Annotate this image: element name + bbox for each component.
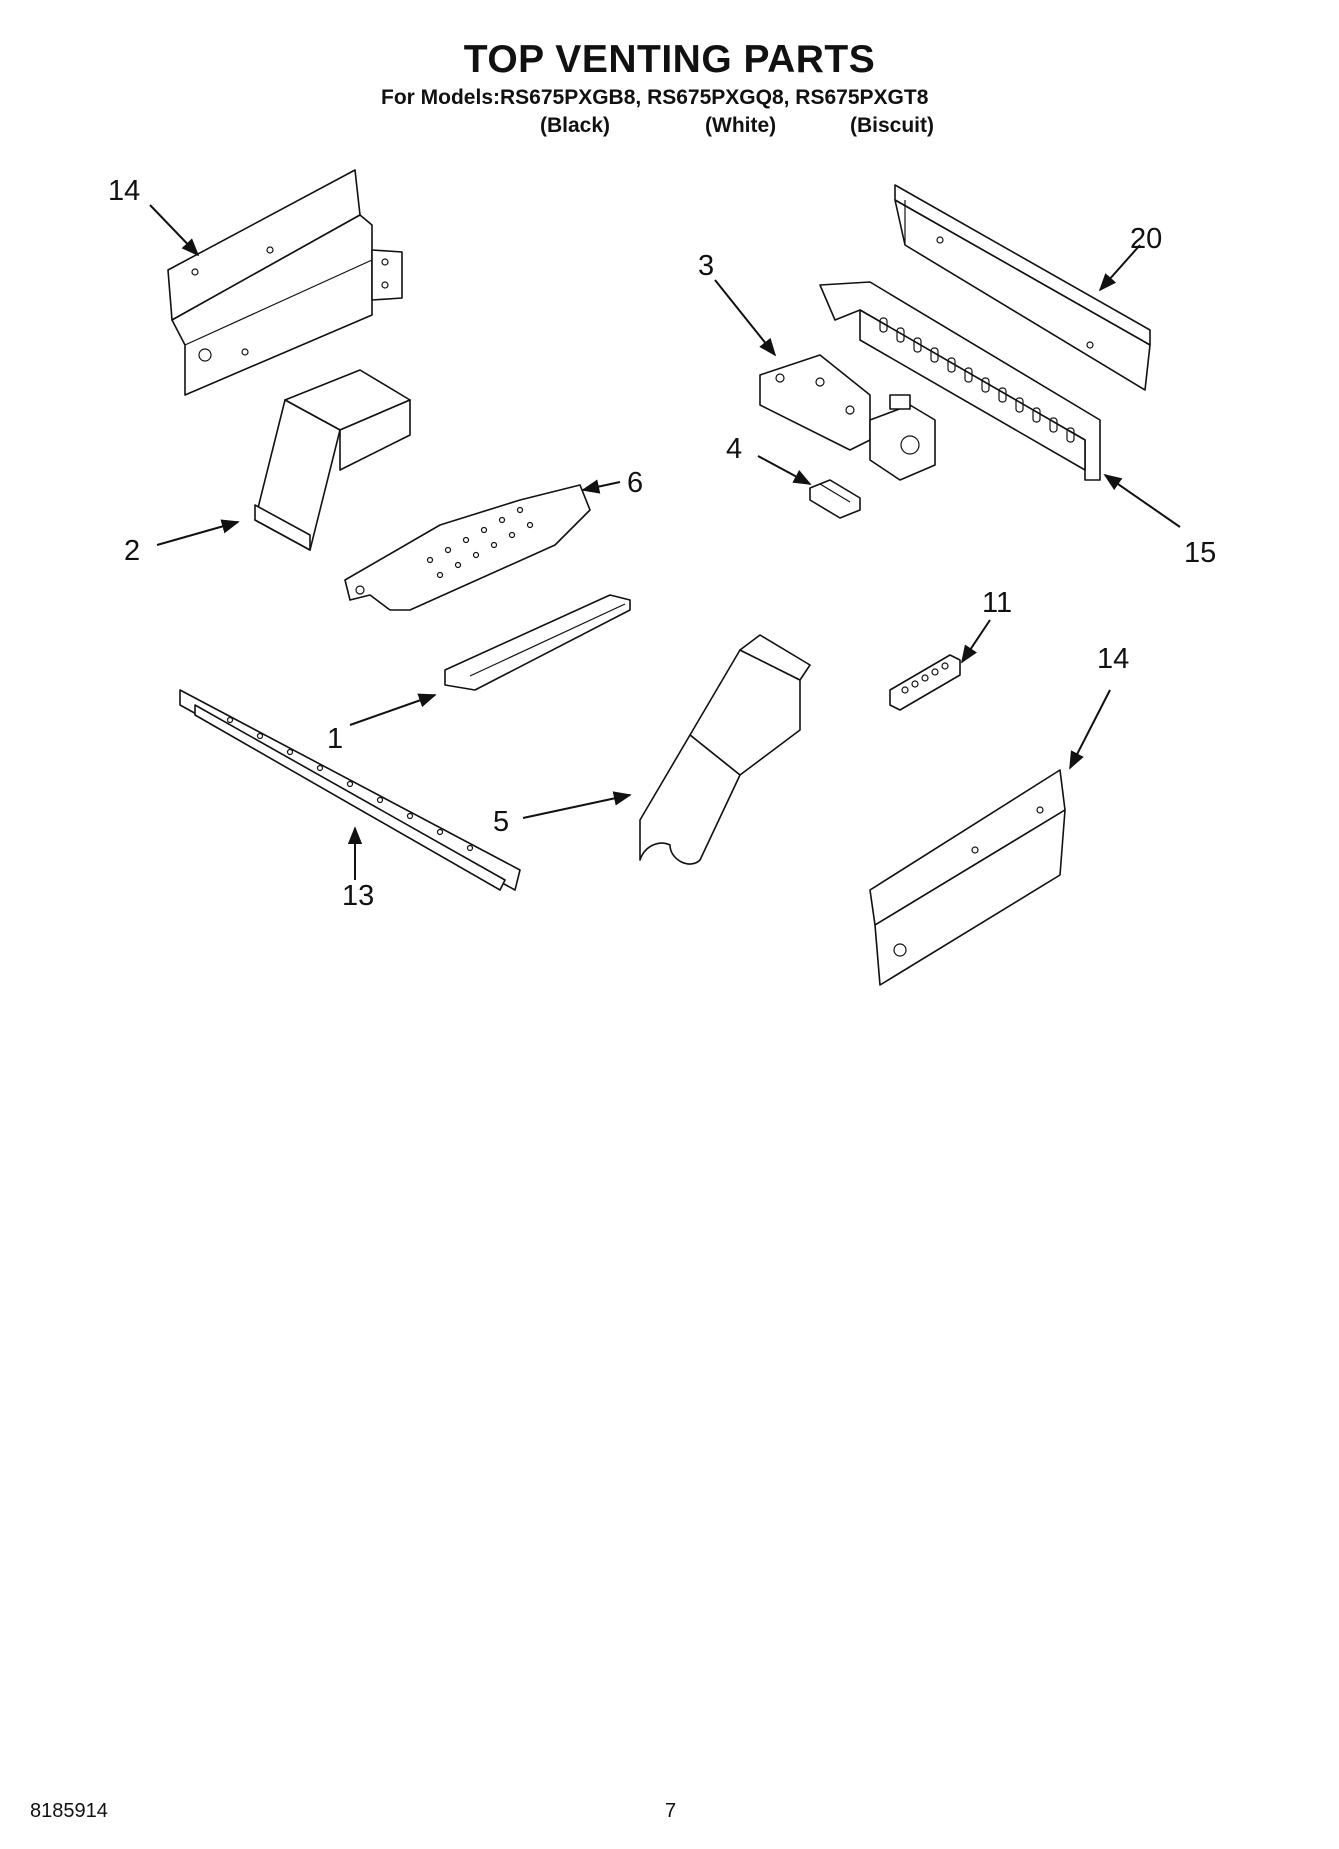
callout-14-bottom: 14 xyxy=(1097,643,1129,675)
callout-1: 1 xyxy=(327,723,343,755)
callout-11: 11 xyxy=(982,587,1012,619)
part-11-terminal-block xyxy=(889,654,961,711)
callout-20: 20 xyxy=(1130,223,1162,255)
part-6-plate xyxy=(344,484,591,611)
callout-13: 13 xyxy=(342,880,374,912)
callout-5: 5 xyxy=(493,806,509,838)
part-2-vent-duct xyxy=(254,369,411,551)
callout-15: 15 xyxy=(1184,537,1216,569)
part-4-connector xyxy=(809,479,861,519)
callout-2: 2 xyxy=(124,535,140,567)
variant-white: (White) xyxy=(705,114,777,137)
leader-lines xyxy=(149,204,1181,880)
variant-biscuit: (Biscuit) xyxy=(850,114,934,137)
doc-number: 8185914 xyxy=(30,1800,108,1822)
part-1-strip xyxy=(444,594,631,691)
part-3-motor-assembly xyxy=(759,354,936,481)
page-number: 7 xyxy=(665,1800,677,1822)
part-13-long-rail xyxy=(179,689,521,891)
variant-black: (Black) xyxy=(540,114,611,137)
callout-3: 3 xyxy=(698,250,714,282)
part-5-lower-duct xyxy=(639,634,811,865)
callout-4: 4 xyxy=(726,433,742,465)
callout-14-top: 14 xyxy=(108,175,140,207)
part-14-side-plate-bottom xyxy=(869,769,1066,986)
part-15-perforated-rail xyxy=(819,281,1101,481)
part-14-bracket-top xyxy=(167,169,403,396)
models-line: For Models:RS675PXGB8, RS675PXGQ8, RS675… xyxy=(381,86,929,109)
callout-6: 6 xyxy=(627,467,643,499)
part-20-channel xyxy=(894,184,1151,391)
page-title: TOP VENTING PARTS xyxy=(463,38,876,81)
